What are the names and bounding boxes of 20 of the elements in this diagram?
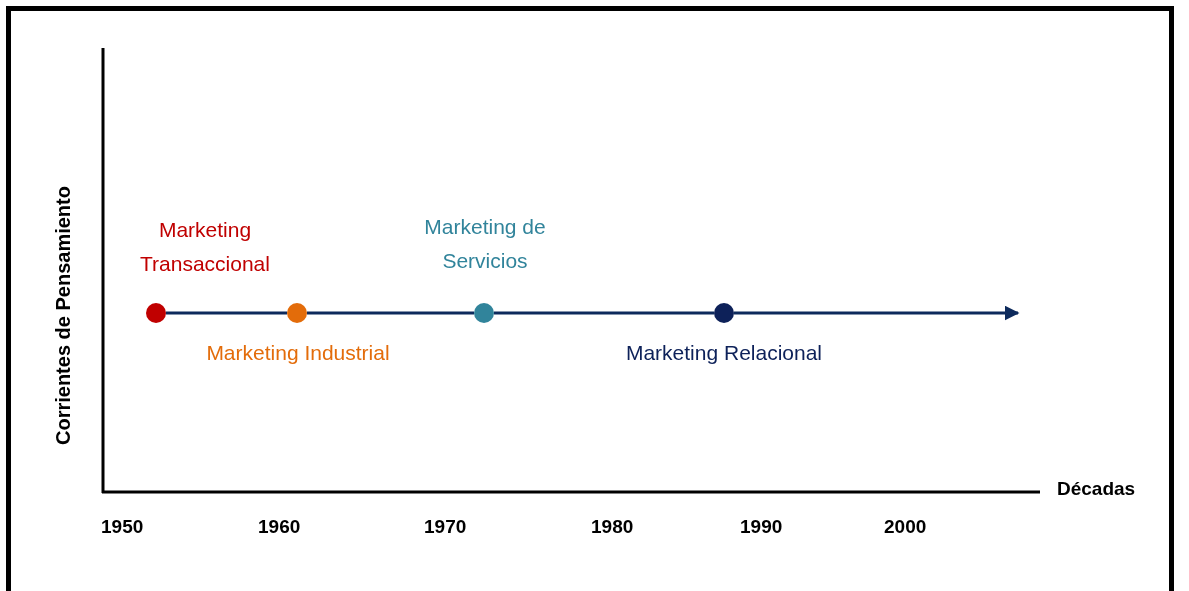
timeline-line	[307, 311, 474, 315]
era-label: Marketing Relacional	[624, 340, 824, 366]
year-tick: 1970	[424, 516, 467, 538]
year-tick: 1960	[258, 516, 301, 538]
era-label: Marketing Industrial	[205, 340, 391, 366]
timeline-dot	[714, 303, 734, 323]
y-axis-title: Corrientes de Pensamiento	[52, 186, 75, 445]
timeline-dot	[474, 303, 494, 323]
year-tick: 1950	[101, 516, 144, 538]
x-axis-title: Décadas	[1057, 478, 1136, 500]
timeline-line	[166, 311, 287, 315]
year-tick: 2000	[884, 516, 927, 538]
year-tick: 1980	[591, 516, 634, 538]
year-tick: 1990	[740, 516, 783, 538]
era-label: Marketing de Servicios	[423, 214, 547, 274]
timeline-line	[494, 311, 714, 315]
era-label: Marketing Transaccional	[139, 217, 271, 277]
timeline-dot	[287, 303, 307, 323]
timeline-arrow	[734, 305, 1020, 321]
timeline-dot	[146, 303, 166, 323]
